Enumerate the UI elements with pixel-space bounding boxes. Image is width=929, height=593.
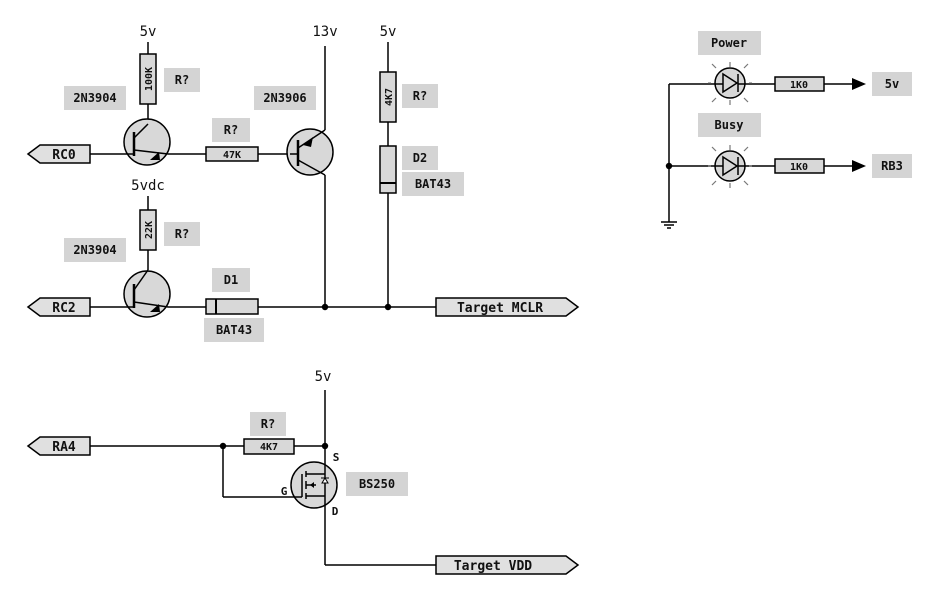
junction-dot xyxy=(665,162,673,170)
port-label: RC2 xyxy=(52,301,75,316)
supply-5v-r2: 5v xyxy=(380,24,397,40)
transistor-part: 2N3906 xyxy=(263,91,306,105)
resistor-ref: R? xyxy=(175,73,189,87)
resistor-47k: R? 47K xyxy=(205,118,259,162)
transistor-q3-pnp: 2N3906 xyxy=(254,86,334,176)
port-label: RA4 xyxy=(52,440,76,455)
resistor-100k: 100K R? xyxy=(139,53,200,105)
transistor-part: BS250 xyxy=(359,477,395,491)
resistor-ref: R? xyxy=(175,227,189,241)
resistor-value: 47K xyxy=(223,150,241,161)
port-ra4: RA4 xyxy=(26,436,91,456)
junction-dot xyxy=(384,303,392,311)
junction-dots xyxy=(219,162,673,450)
led-busy: Busy xyxy=(698,113,761,188)
resistor-1k0-busy: 1K0 xyxy=(774,158,825,174)
supply-5v-mosfet: 5v xyxy=(315,369,332,385)
arrow-right-icon xyxy=(852,160,866,172)
led-label: Busy xyxy=(715,118,744,132)
diode-part: BAT43 xyxy=(216,323,252,337)
mosfet-pin-g: G xyxy=(281,485,288,498)
resistor-ref: R? xyxy=(413,89,427,103)
port-label: Target VDD xyxy=(454,559,532,574)
wires xyxy=(90,42,852,566)
port-target-vdd: Target VDD xyxy=(435,555,580,575)
led-label: Power xyxy=(711,36,747,50)
output-rb3-label: RB3 xyxy=(881,159,903,173)
mosfet-pin-d: D xyxy=(332,505,339,518)
diode-d1: D1 BAT43 xyxy=(204,268,264,342)
transistor-q2-npn: 2N3904 xyxy=(64,238,171,318)
mosfet-pin-s: S xyxy=(333,451,340,464)
junction-dot xyxy=(219,442,227,450)
port-label: Target MCLR xyxy=(457,301,543,316)
supply-5vdc: 5vdc xyxy=(131,178,165,194)
resistor-value: 100K xyxy=(144,67,155,91)
port-label: RC0 xyxy=(52,148,76,163)
supply-labels: 5v 13v 5v 5vdc 5v xyxy=(131,24,396,385)
diode-part: BAT43 xyxy=(415,177,451,191)
transistor-q1-npn: 2N3904 xyxy=(64,86,171,166)
resistor-ref: R? xyxy=(224,123,238,137)
resistor-1k0-power: 1K0 xyxy=(774,76,825,92)
port-rc2: RC2 xyxy=(26,297,91,317)
resistor-value: 22K xyxy=(144,221,155,239)
output-5v-label: 5v xyxy=(885,77,899,91)
port-rc0: RC0 xyxy=(26,144,91,164)
led-power: Power xyxy=(698,31,761,105)
resistor-ref: R? xyxy=(261,417,275,431)
resistor-4k7-gate: R? 4K7 xyxy=(243,412,295,455)
resistor-value: 1K0 xyxy=(790,80,808,91)
diode-d2: D2 BAT43 xyxy=(379,145,464,196)
junction-dot xyxy=(321,303,329,311)
arrow-right-icon xyxy=(852,78,866,90)
supply-13v: 13v xyxy=(312,24,337,40)
port-target-mclr: Target MCLR xyxy=(435,297,580,317)
resistor-value: 4K7 xyxy=(260,442,278,453)
supply-5v-q1: 5v xyxy=(140,24,157,40)
ground-icon xyxy=(661,221,677,229)
transistor-part: 2N3904 xyxy=(73,243,116,257)
resistor-4k7-pullup: 4K7 R? xyxy=(379,71,438,123)
led-outputs: 5v RB3 xyxy=(852,72,912,178)
resistor-value: 4K7 xyxy=(384,88,395,106)
mosfet-bs250: S G D BS250 xyxy=(281,451,408,518)
diode-ref: D2 xyxy=(413,151,427,165)
resistor-22k: 22K R? xyxy=(139,209,200,251)
resistor-value: 1K0 xyxy=(790,162,808,173)
junction-dot xyxy=(321,442,329,450)
diode-ref: D1 xyxy=(224,273,238,287)
transistor-part: 2N3904 xyxy=(73,91,116,105)
